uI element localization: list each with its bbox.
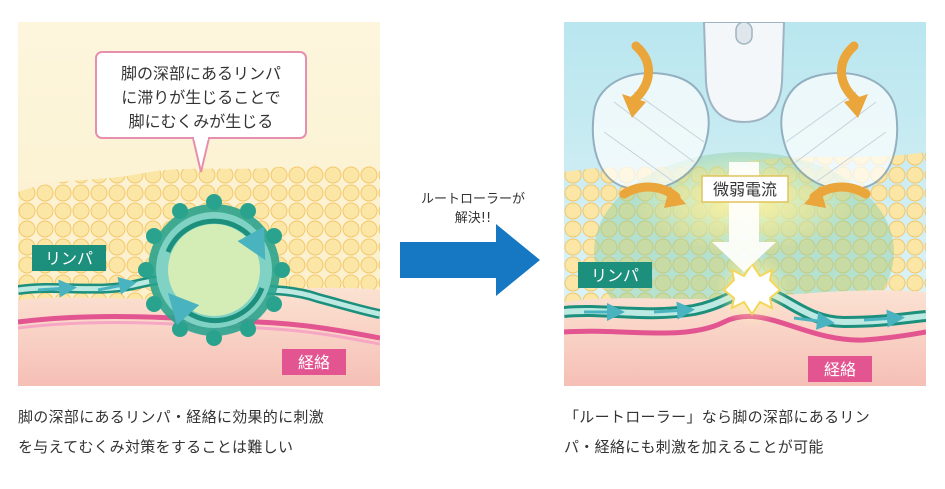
roller-device <box>591 22 899 191</box>
callout-box: 脚の深部にあるリンパ に滞りが生じることで 脚にむくみが生じる <box>95 51 307 173</box>
meridian-label: 経絡 <box>808 356 872 382</box>
stimulation-burst <box>716 254 788 326</box>
solution-label-line-2: 解決!! <box>454 211 492 226</box>
orange-arrowhead <box>664 186 686 208</box>
right-caption-line-1: 「ルートローラー」なら脚の深部にあるリン <box>564 408 871 426</box>
left-caption-line-2: を与えてむくみ対策をすることは難しい <box>18 438 294 456</box>
right-arrow-icon <box>400 224 540 296</box>
lymph-label: リンパ <box>578 262 652 288</box>
down-arrow-icon <box>712 162 776 272</box>
svg-text:微弱電流: 微弱電流 <box>713 180 777 199</box>
flow-arrow <box>97 276 137 295</box>
svg-text:経絡: 経絡 <box>824 360 856 379</box>
meridian-label: 経絡 <box>282 349 346 375</box>
orange-arrowhead <box>844 94 868 118</box>
lymph-label: リンパ <box>32 245 106 271</box>
right-caption: 「ルートローラー」なら脚の深部にあるリン パ・経絡にも刺激を加えることが可能 <box>564 402 944 462</box>
flow-arrow <box>863 309 905 328</box>
callout-line-1: 脚の深部にあるリンパ <box>121 64 281 83</box>
left-caption: 脚の深部にあるリンパ・経絡に効果的に刺激 を与えてむくみ対策をすることは難しい <box>18 402 398 462</box>
flow-arrow <box>653 301 695 320</box>
right-illustration: 微弱電流 リンパ 経絡 <box>564 22 926 386</box>
svg-text:リンパ: リンパ <box>591 266 639 285</box>
callout-line-2: に滞りが生じることで <box>121 88 281 107</box>
flow-arrow <box>37 279 77 298</box>
orange-arrowhead <box>622 94 646 118</box>
callout-line-3: 脚にむくみが生じる <box>129 112 274 131</box>
congested-lymph-node <box>138 194 290 346</box>
solution-label-line-1: ルートローラーが <box>420 192 525 207</box>
svg-text:経絡: 経絡 <box>298 353 330 372</box>
right-illustration-panel: 微弱電流 リンパ 経絡 <box>564 22 926 386</box>
flow-arrow <box>793 311 835 330</box>
current-label: 微弱電流 <box>701 175 789 203</box>
left-illustration-panel: 脚の深部にあるリンパ に滞りが生じることで 脚にむくみが生じる リンパ 経絡 <box>18 22 380 386</box>
orange-arrowhead <box>804 186 826 208</box>
right-caption-line-2: パ・経絡にも刺激を加えることが可能 <box>564 438 824 456</box>
left-illustration: 脚の深部にあるリンパ に滞りが生じることで 脚にむくみが生じる リンパ 経絡 <box>18 22 380 386</box>
solution-label: ルートローラーが 解決!! <box>408 190 538 228</box>
left-caption-line-1: 脚の深部にあるリンパ・経絡に効果的に刺激 <box>18 408 325 426</box>
svg-text:リンパ: リンパ <box>45 249 93 268</box>
